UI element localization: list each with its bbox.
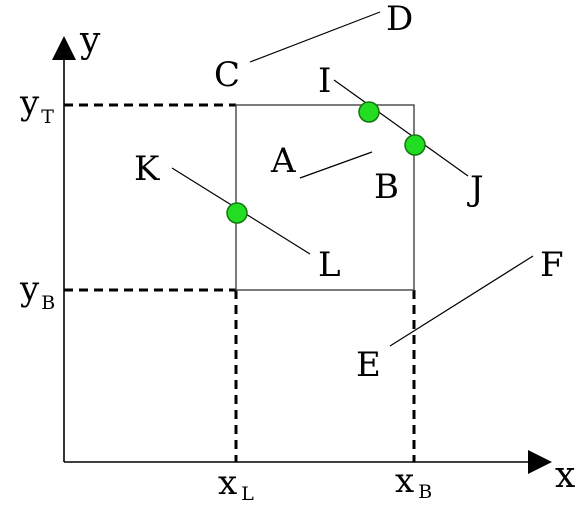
label-b: B <box>374 167 399 207</box>
label-c: C <box>214 55 240 95</box>
x-axis-label: x <box>555 455 575 496</box>
label-j: J <box>467 169 484 209</box>
x-right-sub: B <box>418 481 432 503</box>
y-bottom-sub: B <box>41 292 55 314</box>
label-f: F <box>540 245 564 285</box>
label-k: K <box>134 149 160 189</box>
label-a: A <box>270 141 296 181</box>
y-axis-arrow <box>52 36 76 60</box>
clip-window <box>235 104 415 291</box>
label-i: I <box>318 61 331 101</box>
intersection-point-left <box>226 202 248 224</box>
x-left-sub: L <box>241 483 254 505</box>
segment-ab <box>299 151 373 179</box>
segment-ef <box>389 255 534 347</box>
x-left-main: x <box>218 463 237 503</box>
x-right-main: x <box>395 461 414 501</box>
y-bottom-main: y <box>19 269 40 309</box>
y-top-sub: T <box>41 106 54 128</box>
intersection-point-right <box>404 134 426 156</box>
y-axis-label: y <box>79 20 101 61</box>
intersection-point-top <box>358 101 380 123</box>
y-top-main: y <box>19 83 40 123</box>
label-d: D <box>386 0 413 39</box>
x-axis-arrow <box>528 450 552 474</box>
segment-cd <box>249 11 381 63</box>
label-e: E <box>356 345 381 385</box>
segment-ij <box>333 79 469 177</box>
label-l: L <box>318 245 341 285</box>
